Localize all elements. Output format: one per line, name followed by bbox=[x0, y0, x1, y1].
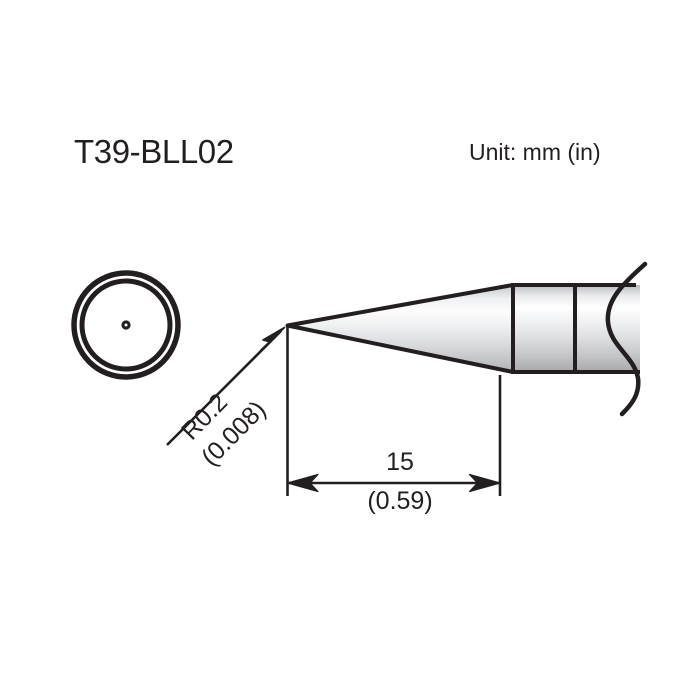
barrel-segment-front bbox=[511, 283, 577, 374]
end-view-circle bbox=[71, 270, 181, 380]
dimension-arrow-right bbox=[468, 473, 501, 493]
side-view-profile bbox=[285, 261, 648, 417]
length-label-mm: 15 bbox=[386, 448, 414, 476]
break-line bbox=[605, 261, 648, 417]
radius-leader-arrowhead bbox=[260, 326, 286, 351]
length-label-in: (0.59) bbox=[367, 487, 433, 515]
tip-cone-body bbox=[285, 283, 515, 374]
page-title: T39-BLL02 bbox=[74, 133, 234, 170]
dimension-arrow-left bbox=[286, 473, 319, 493]
unit-note: Unit: mm (in) bbox=[469, 139, 601, 165]
length-dimension bbox=[286, 327, 502, 496]
radius-leader bbox=[166, 326, 286, 446]
